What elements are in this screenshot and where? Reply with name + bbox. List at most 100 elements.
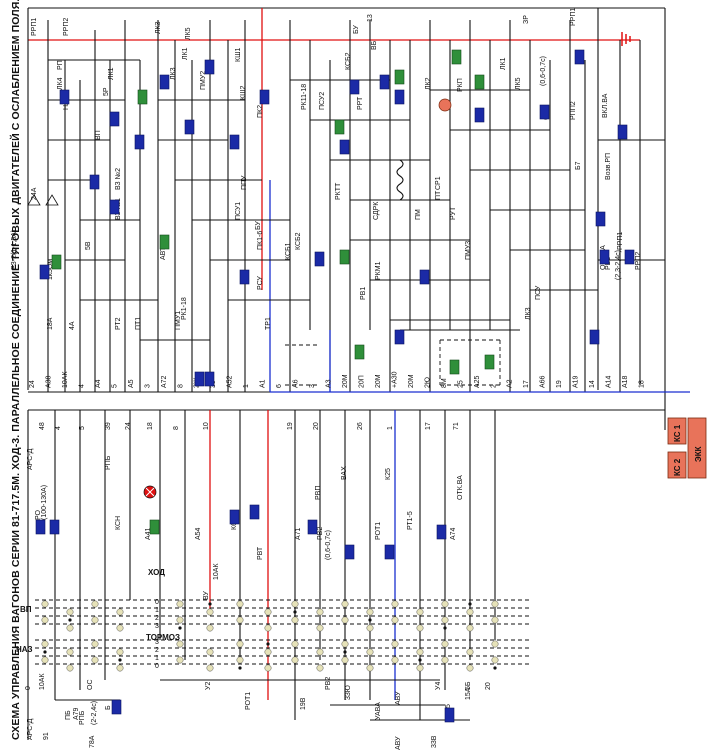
mid-label-28: ТР1 bbox=[265, 317, 272, 330]
controller-contact-pin bbox=[206, 608, 214, 616]
mid-label-3: 18А bbox=[47, 317, 54, 330]
controller-contact-pin bbox=[441, 640, 449, 648]
lower-wire-number-8: 19 bbox=[287, 422, 294, 430]
upper-wire-number-15: 6 bbox=[276, 384, 283, 388]
lamp-icon bbox=[438, 98, 452, 112]
lower-wire-number-13: 71 bbox=[453, 422, 460, 430]
controller-contact-pin bbox=[416, 624, 424, 632]
relay-coil-blue bbox=[229, 509, 240, 525]
mid-label-25: РКТТ bbox=[335, 182, 342, 200]
bottom-label-2: ПБ bbox=[65, 710, 72, 720]
junction-dot bbox=[418, 658, 422, 662]
top-label-4: КШ1 bbox=[235, 48, 242, 62]
pos-bot-2: 2 bbox=[155, 647, 159, 654]
relay-coil-blue bbox=[159, 74, 170, 90]
upper-wire-number-26: 25 bbox=[457, 380, 464, 388]
controller-contact-pin bbox=[116, 608, 124, 616]
lower-wire-number-7: 10 bbox=[203, 422, 210, 430]
controller-contact-pin bbox=[206, 648, 214, 656]
upper-wire-number-32: 19 bbox=[556, 380, 563, 388]
relay-coil-blue bbox=[204, 59, 215, 75]
controller-contact-pin bbox=[316, 664, 324, 672]
mid-label-18: ПК1-6 bbox=[257, 231, 264, 250]
bottom-label-4: (2-2,4с) bbox=[91, 701, 98, 725]
controller-contact-pin bbox=[236, 656, 244, 664]
controller-contact-pin bbox=[416, 648, 424, 656]
lower-wire-number-21: ВУ bbox=[203, 591, 210, 600]
lower-wire-number-26: РВ2 bbox=[317, 527, 324, 540]
relay-coil-blue bbox=[109, 199, 120, 215]
upper-wire-number-36: А18 bbox=[622, 375, 629, 388]
top-label-23: КСБ2 bbox=[345, 52, 352, 70]
relay-coil-blue bbox=[394, 89, 405, 105]
bottom-label-8: ОС bbox=[87, 680, 94, 691]
controller-contact-pin bbox=[316, 624, 324, 632]
controller-contact-pin bbox=[264, 624, 272, 632]
controller-contact-pin bbox=[391, 616, 399, 624]
upper-wire-number-6: А5 bbox=[128, 379, 135, 388]
top-label-1: РРП2 bbox=[63, 18, 70, 36]
controller-bottom-label-0: 0 bbox=[25, 686, 32, 690]
top-label-21: РК11-18 bbox=[301, 84, 308, 110]
special-symbols bbox=[27, 32, 631, 499]
relay-coil-green bbox=[449, 359, 460, 375]
bottom-label-0: АРС-Д bbox=[27, 718, 34, 740]
top-label-32: Б7 bbox=[575, 161, 582, 170]
mid-label-11: РТ2 bbox=[115, 317, 122, 330]
top-label-14: 5Р bbox=[103, 87, 110, 96]
lower-wire-number-3: 39 bbox=[105, 422, 112, 430]
controller-contact-pin bbox=[264, 608, 272, 616]
lower-wire-number-23: К6 bbox=[231, 522, 238, 530]
mid-label-31: ПСУ bbox=[535, 285, 542, 300]
controller-contact-pin bbox=[116, 664, 124, 672]
controller-contact-pin bbox=[41, 616, 49, 624]
relay-coil-blue bbox=[436, 524, 447, 540]
controller-bottom-label-5: 33Ю bbox=[345, 685, 352, 700]
relay-coil-blue bbox=[239, 269, 250, 285]
upper-wire-number-2: 10АК bbox=[62, 371, 69, 388]
relay-coil-green bbox=[484, 354, 495, 370]
controller-contact-pin bbox=[366, 664, 374, 672]
pos-top-2: 2 bbox=[155, 615, 159, 622]
top-label-13: ВП bbox=[95, 130, 102, 140]
relay-coil-blue bbox=[204, 371, 215, 387]
relay-coil-blue bbox=[59, 89, 70, 105]
controller-contact-pin bbox=[116, 648, 124, 656]
controller-contact-pin bbox=[491, 616, 499, 624]
lower-wire-number-12: 17 bbox=[425, 422, 432, 430]
controller-contact-pin bbox=[91, 600, 99, 608]
lower-wire-number-34: ОТК.ВА bbox=[457, 475, 464, 500]
upper-wire-number-16: А6 bbox=[293, 379, 300, 388]
controller-row-hod: ХОД bbox=[148, 568, 165, 577]
mid-label-5: 5В bbox=[85, 241, 92, 250]
controller-contact-pin bbox=[341, 656, 349, 664]
controller-row-naz: НАЗ bbox=[16, 645, 33, 654]
relay-coil-blue bbox=[111, 699, 122, 715]
controller-contact-pin bbox=[264, 664, 272, 672]
top-label-27: ЛК1 bbox=[500, 57, 507, 70]
controller-contact-pin bbox=[491, 656, 499, 664]
lower-wire-number-4: 24 bbox=[125, 422, 132, 430]
top-label-29: (0,6-0,7с) bbox=[540, 56, 547, 86]
lower-wire-number-15: (100-130А) bbox=[41, 485, 48, 520]
pos-bot-0: 0 bbox=[155, 663, 159, 670]
controller-contact-pin bbox=[66, 608, 74, 616]
lower-wire-number-5: 18 bbox=[147, 422, 154, 430]
relay-coil-green bbox=[339, 249, 350, 265]
controller-contact-pin bbox=[416, 664, 424, 672]
bottom-label-12: УАВА bbox=[375, 702, 382, 720]
upper-wire-number-14: А1 bbox=[260, 379, 267, 388]
lower-wire-number-11: 1 bbox=[387, 426, 394, 430]
controller-contact-pin bbox=[391, 600, 399, 608]
lower-wire-number-16: АРС-Д bbox=[27, 448, 34, 470]
legend-boxes: КС 1 КС 2 ЭКК bbox=[667, 417, 707, 479]
upper-wire-number-18: А3 bbox=[326, 379, 333, 388]
controller-bottom-label-1: 10АК bbox=[39, 673, 46, 690]
upper-wire-number-37: 18 bbox=[639, 380, 646, 388]
controller-pins bbox=[41, 600, 499, 672]
bottom-label-3: РПБ bbox=[79, 710, 86, 725]
relay-coil-green bbox=[474, 74, 485, 90]
ks1-label: КС 1 bbox=[673, 424, 682, 442]
mid-label-26: СР1 bbox=[435, 176, 442, 190]
